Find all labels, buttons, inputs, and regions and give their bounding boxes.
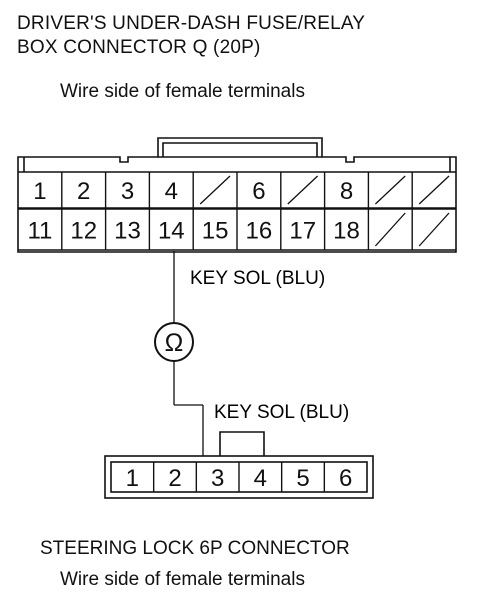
- p6-pin-3: 3: [211, 465, 224, 492]
- q-pin-r2-c8: 18: [333, 218, 360, 245]
- q-pin-r2-c1: 11: [27, 218, 52, 245]
- p6-pin-5: 5: [296, 465, 309, 492]
- q-pin-r1-c2: 2: [77, 178, 90, 205]
- q-pin-r1-c4: 4: [165, 178, 178, 205]
- empty-cavity-slash: [374, 212, 406, 247]
- q-pin-r2-c2: 12: [70, 218, 97, 245]
- empty-cavity-slash: [199, 175, 231, 205]
- q-pin-r2-c7: 17: [289, 218, 316, 245]
- q-pin-r2-c5: 15: [202, 218, 229, 245]
- empty-cavity-slash: [374, 175, 406, 205]
- empty-cavity-slash: [418, 175, 450, 205]
- q-pin-r1-c6: 6: [252, 178, 265, 205]
- q-pin-r2-c6: 16: [246, 218, 273, 245]
- p6-pin-2: 2: [168, 465, 181, 492]
- connector-6p-cells: [152, 462, 326, 492]
- p6-pin-4: 4: [254, 465, 267, 492]
- q-pin-r1-c1: 1: [33, 178, 46, 205]
- q-pin-r1-c8: 8: [340, 178, 353, 205]
- connector-6p-pins: 1 2 3 4 5 6: [126, 465, 353, 492]
- title-line-1: DRIVER'S UNDER-DASH FUSE/RELAY: [17, 13, 366, 34]
- q-pin-r2-c4: 14: [158, 218, 185, 245]
- p6-pin-6: 6: [339, 465, 352, 492]
- title-line-2: BOX CONNECTOR Q (20P): [17, 37, 261, 58]
- wire-label-top: KEY SOL (BLU): [190, 268, 325, 289]
- footer-title: STEERING LOCK 6P CONNECTOR: [40, 538, 350, 559]
- ohm-symbol: Ω: [165, 329, 184, 357]
- connector-q-cells: [61, 172, 450, 250]
- wire-label-bottom: KEY SOL (BLU): [214, 402, 349, 423]
- q-pin-r2-c3: 13: [114, 218, 141, 245]
- ohmmeter-icon: [154, 322, 194, 362]
- p6-pin-1: 1: [126, 465, 139, 492]
- subtitle-top: Wire side of female terminals: [60, 81, 305, 102]
- q-pin-r1-c3: 3: [121, 178, 134, 205]
- probe-wire: [173, 251, 204, 456]
- empty-cavity-slash: [418, 212, 450, 247]
- connector-q-pins: 1 2 3 4 6 8 11 12 13 14 15 16 17 18: [27, 178, 359, 245]
- footer-subtitle: Wire side of female terminals: [60, 569, 305, 590]
- empty-cavity-slash: [287, 175, 319, 205]
